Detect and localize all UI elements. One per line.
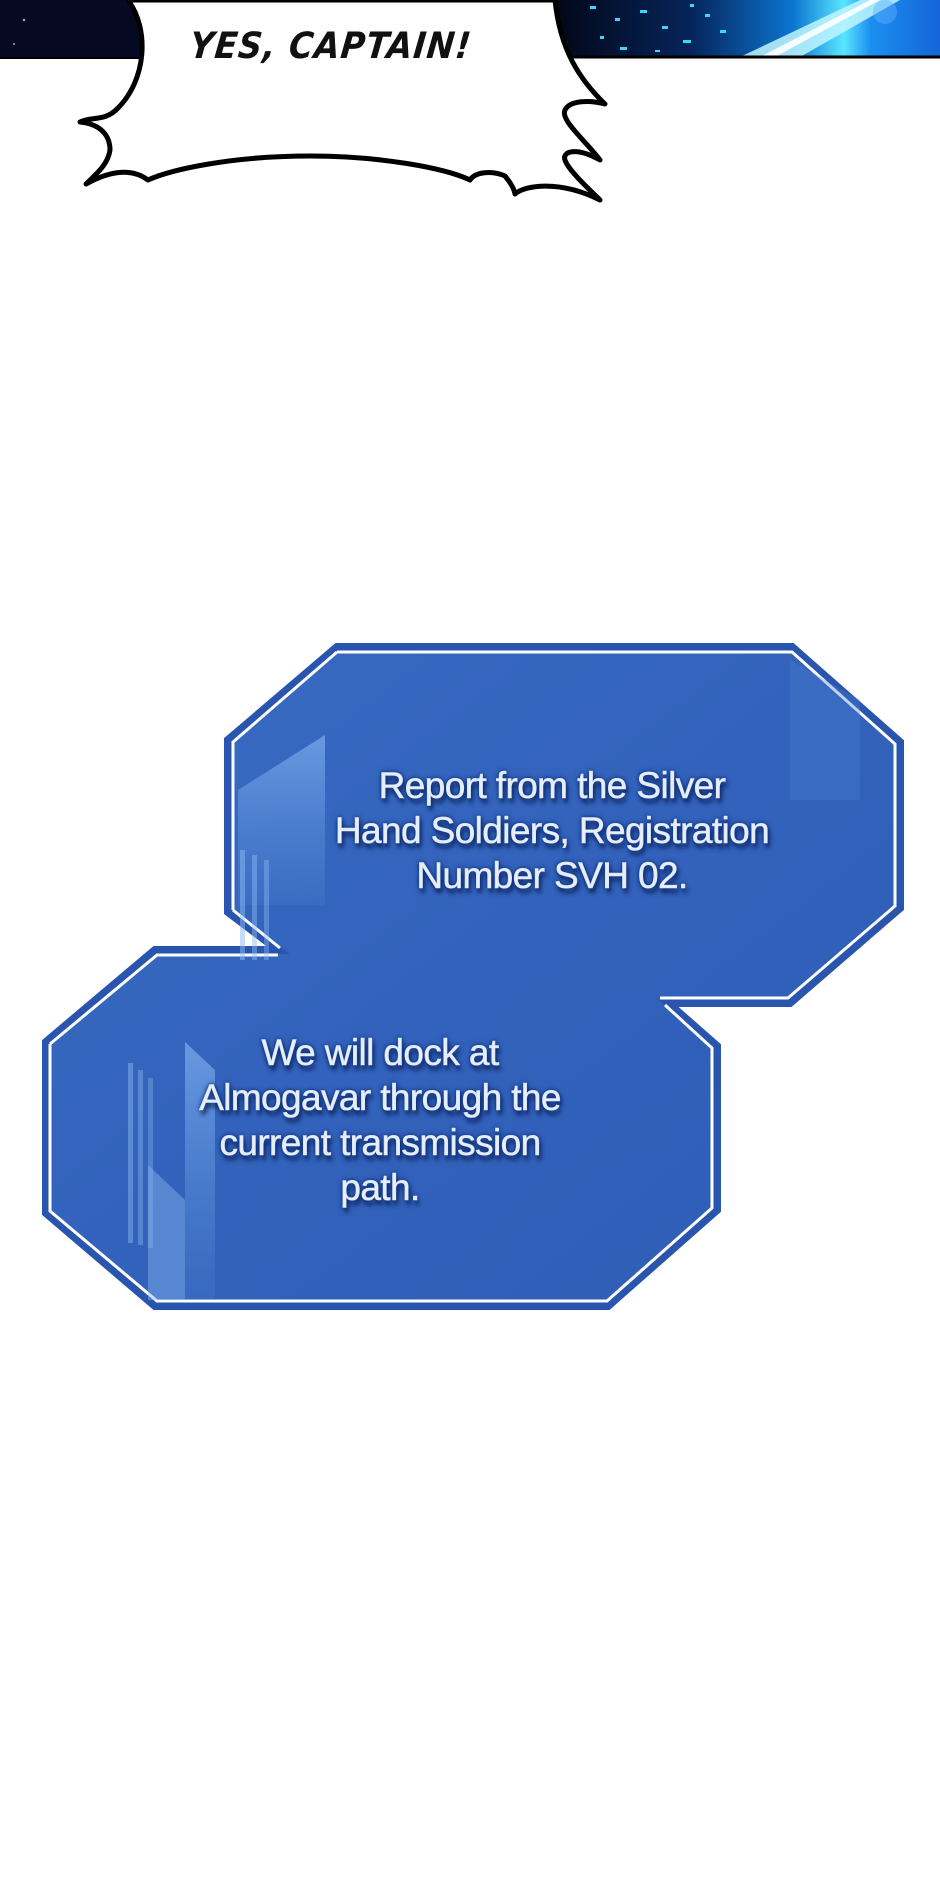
space-backdrop-right xyxy=(555,0,940,59)
dock-line: path. xyxy=(340,1167,420,1209)
report-line: Number SVH 02. xyxy=(416,855,688,897)
top-scene xyxy=(0,0,940,203)
report-line: Report from the Silver xyxy=(378,765,726,807)
dock-panel-text: We will dock at Almogavar through the cu… xyxy=(140,1030,620,1210)
report-line: Hand Soldiers, Registration xyxy=(334,810,770,852)
dock-line: Almogavar through the xyxy=(199,1077,562,1119)
dock-line: We will dock at xyxy=(261,1032,499,1074)
speech-bubble xyxy=(77,0,608,203)
report-panel-text: Report from the Silver Hand Soldiers, Re… xyxy=(262,763,842,898)
speech-bubble-text: YES, CAPTAIN! xyxy=(187,24,474,67)
dock-line: current transmission xyxy=(219,1122,541,1164)
